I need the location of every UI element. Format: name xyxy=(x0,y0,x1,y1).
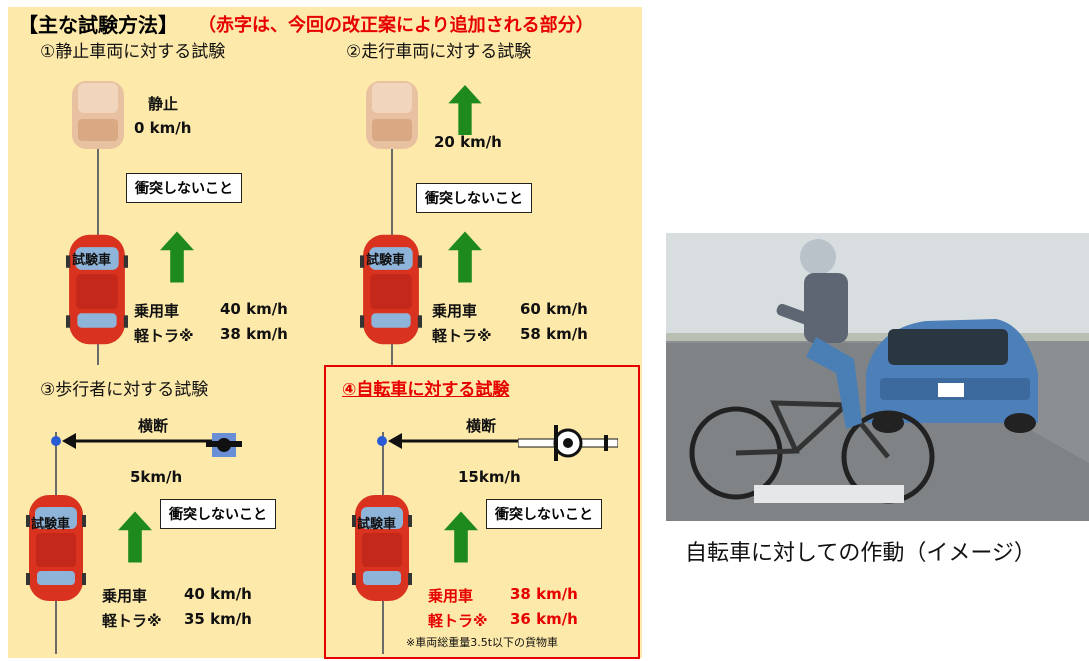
header-note: （赤字は、今回の改正案により追加される部分） xyxy=(198,15,594,36)
page-title: 【主な試験方法】 xyxy=(18,13,178,37)
passenger-speed: 40 km/h xyxy=(220,300,288,318)
truck-speed: 38 km/h xyxy=(220,325,288,343)
bicycle-icon xyxy=(518,425,618,461)
truck-label: 軽トラ※ xyxy=(102,612,162,630)
crossing-label: 横断 xyxy=(138,417,169,435)
truck-label: 軽トラ※ xyxy=(432,327,492,345)
passenger-speed: 40 km/h xyxy=(184,585,252,603)
target-speed: 20 km/h xyxy=(434,133,502,151)
new-test-frame xyxy=(324,365,640,659)
photo-caption: 自転車に対しての作動（イメージ） xyxy=(685,541,1036,566)
passenger-speed: 60 km/h xyxy=(520,300,588,318)
test-car-label: 試験車 xyxy=(72,253,112,268)
arrow-up-icon xyxy=(448,85,482,135)
passenger-label: 乗用車 xyxy=(102,587,148,605)
arrow-up-icon xyxy=(118,507,152,567)
truck-label: 軽トラ※ xyxy=(428,612,488,630)
no-collision-box: 衝突しないこと xyxy=(416,183,532,213)
section-4-title: ④自転車に対する試験 xyxy=(342,380,510,400)
passenger-label: 乗用車 xyxy=(432,302,478,320)
test-car-icon xyxy=(352,493,412,603)
truck-speed: 58 km/h xyxy=(520,325,588,343)
footnote: ※車両総重量3.5t以下の貨物車 xyxy=(406,636,559,649)
section-3-title: ③歩行者に対する試験 xyxy=(40,380,209,400)
target-speed: 15km/h xyxy=(458,468,521,486)
section-1-title: ①静止車両に対する試験 xyxy=(40,42,226,62)
bicycle-test-photo xyxy=(666,233,1089,521)
passenger-speed: 38 km/h xyxy=(510,585,578,603)
pedestrian-icon xyxy=(206,433,242,457)
truck-label: 軽トラ※ xyxy=(134,327,194,345)
test-car-label: 試験車 xyxy=(357,517,397,532)
arrow-up-icon xyxy=(160,227,194,287)
target-state: 静止 xyxy=(148,95,179,113)
arrow-up-icon xyxy=(444,507,478,567)
no-collision-box: 衝突しないこと xyxy=(486,499,602,529)
truck-speed: 36 km/h xyxy=(510,610,578,628)
test-car-icon xyxy=(26,493,86,603)
section-2-title: ②走行車両に対する試験 xyxy=(346,42,532,62)
target-speed: 0 km/h xyxy=(134,119,192,137)
crossing-label: 横断 xyxy=(466,417,497,435)
diagram-panel: 【主な試験方法】 （赤字は、今回の改正案により追加される部分） ①静止車両に対す… xyxy=(8,7,642,659)
target-speed: 5km/h xyxy=(130,468,183,486)
no-collision-box: 衝突しないこと xyxy=(160,499,276,529)
truck-speed: 35 km/h xyxy=(184,610,252,628)
test-car-label: 試験車 xyxy=(366,253,406,268)
stationary-car-icon xyxy=(68,81,128,151)
test-car-label: 試験車 xyxy=(31,517,71,532)
crossing-path xyxy=(51,433,228,449)
arrow-up-icon xyxy=(448,227,482,287)
no-collision-box: 衝突しないこと xyxy=(126,173,242,203)
moving-car-icon xyxy=(362,81,422,151)
passenger-label: 乗用車 xyxy=(134,302,180,320)
passenger-label: 乗用車 xyxy=(428,587,474,605)
